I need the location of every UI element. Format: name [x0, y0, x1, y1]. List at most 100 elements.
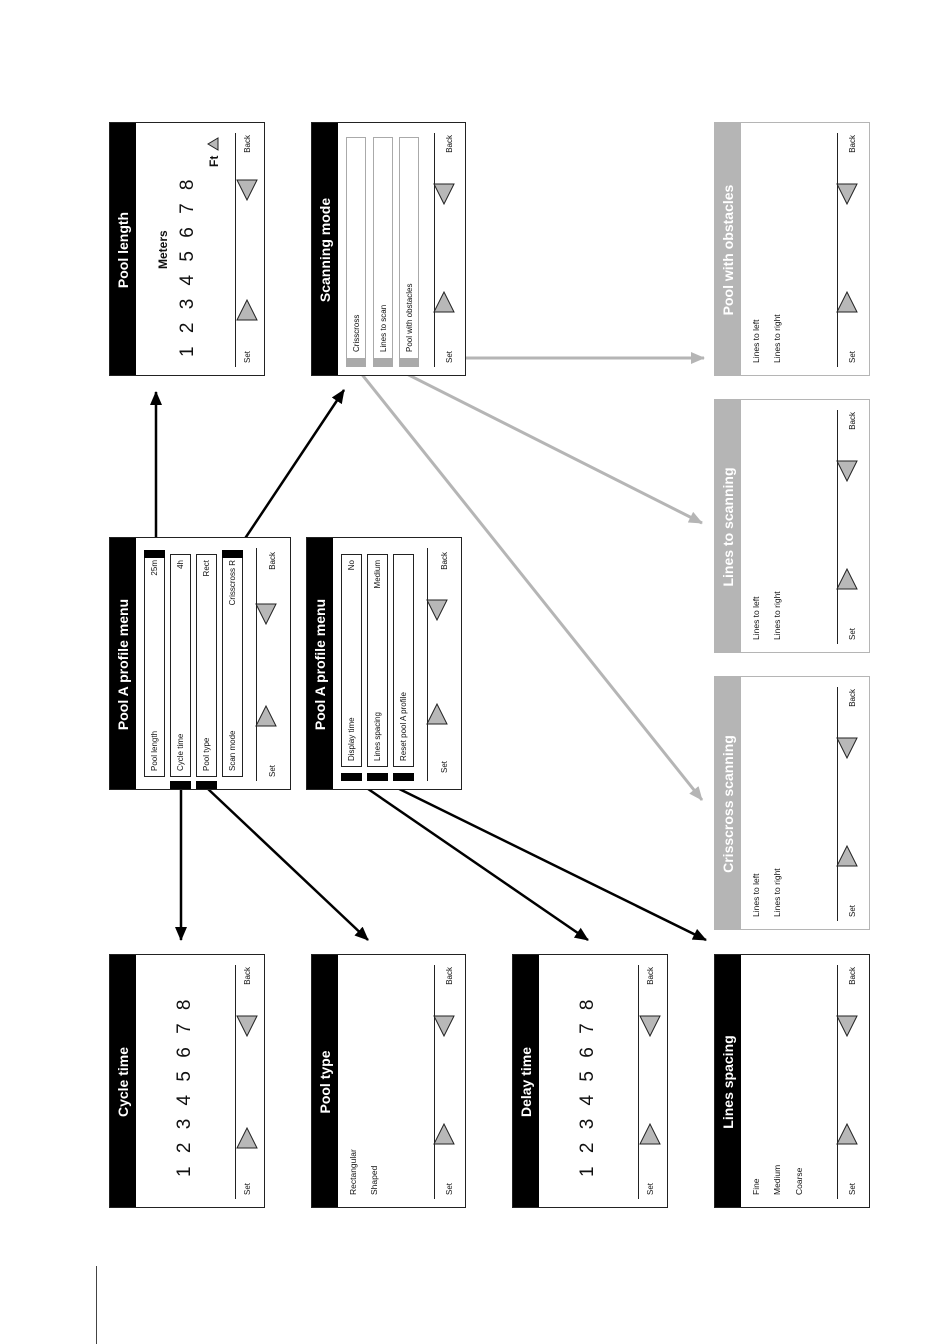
screen-title: Pool A profile menu: [307, 538, 333, 789]
option-lines-to-left[interactable]: Lines to left: [751, 873, 761, 917]
arrow-down-icon[interactable]: [836, 1123, 858, 1145]
arrow-up-icon[interactable]: [639, 1015, 661, 1037]
option-lines-to-right[interactable]: Lines to right: [772, 591, 782, 640]
selection-tab: [393, 773, 414, 781]
delay-time-screen: Delay time 1 2 3 4 5 6 7 8 Set Back: [512, 954, 668, 1208]
arrow-delay-time: [354, 778, 589, 942]
option-lines-to-right[interactable]: Lines to right: [772, 868, 782, 917]
unit-label: Meters: [156, 230, 170, 269]
cycle-digits: 1 2 3 4 5 6 7 8: [174, 995, 195, 1178]
arrow-down-icon[interactable]: [639, 1123, 661, 1145]
arrow-down-icon[interactable]: [236, 299, 258, 321]
set-label[interactable]: Set: [445, 350, 454, 363]
length-digits: 1 2 3 4 5 6 7 8: [177, 175, 198, 358]
arrow-up-icon[interactable]: [236, 179, 258, 201]
scanning-mode-screen: Scanning mode Crisscross Lines to scan P…: [311, 122, 466, 376]
set-label[interactable]: Set: [848, 350, 857, 363]
menu-row-reset-profile[interactable]: Reset pool A profile: [393, 554, 414, 767]
set-label[interactable]: Set: [243, 1182, 252, 1195]
arrow-down-icon[interactable]: [426, 703, 448, 725]
back-label[interactable]: Back: [243, 967, 252, 985]
selection-tab: [144, 550, 165, 558]
softkey-divider: [235, 133, 236, 367]
set-label[interactable]: Set: [848, 904, 857, 917]
arrow-up-icon[interactable]: [836, 737, 858, 759]
unit-toggle-icon[interactable]: [206, 137, 220, 151]
back-label[interactable]: Back: [243, 135, 252, 153]
softkey-divider: [837, 410, 838, 644]
arrow-pool-type: [206, 787, 369, 941]
set-label[interactable]: Set: [848, 1182, 857, 1195]
arrow-up-icon[interactable]: [836, 1015, 858, 1037]
arrow-up-icon[interactable]: [255, 603, 277, 625]
selection-tab: [373, 359, 393, 367]
back-label[interactable]: Back: [445, 135, 454, 153]
option-medium[interactable]: Medium: [772, 1164, 782, 1195]
set-label[interactable]: Set: [445, 1182, 454, 1195]
option-lines-to-scan[interactable]: Lines to scan: [373, 137, 393, 359]
arrow-down-icon[interactable]: [433, 291, 455, 313]
lines-spacing-screen: Lines spacing Fine Medium Coarse Set Bac…: [714, 954, 870, 1208]
option-shaped[interactable]: Shaped: [369, 1165, 379, 1195]
arrow-up-icon[interactable]: [433, 1015, 455, 1037]
delay-digits: 1 2 3 4 5 6 7 8: [577, 995, 598, 1178]
arrow-down-icon[interactable]: [433, 1123, 455, 1145]
set-label[interactable]: Set: [243, 350, 252, 363]
arrow-down-icon[interactable]: [836, 845, 858, 867]
option-crisscross[interactable]: Crisscross: [346, 137, 366, 359]
back-label[interactable]: Back: [848, 967, 857, 985]
selection-tab: [399, 359, 419, 367]
option-lines-to-right[interactable]: Lines to right: [772, 314, 782, 363]
arrow-down-icon[interactable]: [836, 568, 858, 590]
option-coarse[interactable]: Coarse: [794, 1167, 804, 1195]
pool-type-screen: Pool type Rectangular Shaped Set Back: [311, 954, 466, 1208]
back-label[interactable]: Back: [848, 689, 857, 707]
pool-length-screen: Pool length 1 2 3 4 5 6 7 8 Meters Ft Se…: [109, 122, 265, 376]
arrow-up-icon[interactable]: [433, 183, 455, 205]
arrow-down-icon[interactable]: [836, 291, 858, 313]
screen-title: Crisscross scanning: [715, 677, 741, 929]
screen-title: Pool length: [110, 123, 136, 375]
screen-title: Pool type: [312, 955, 338, 1207]
selection-tab: [367, 773, 388, 781]
back-label[interactable]: Back: [848, 412, 857, 430]
back-label[interactable]: Back: [268, 552, 277, 570]
back-label[interactable]: Back: [445, 967, 454, 985]
softkey-divider: [434, 965, 435, 1199]
back-label[interactable]: Back: [848, 135, 857, 153]
set-label[interactable]: Set: [646, 1182, 655, 1195]
screen-title: Pool with obstacles: [715, 123, 741, 375]
arrow-up-icon[interactable]: [836, 460, 858, 482]
back-label[interactable]: Back: [440, 552, 449, 570]
arrow-up-icon[interactable]: [236, 1015, 258, 1037]
crisscross-scanning-screen: Crisscross scanning Lines to left Lines …: [714, 676, 870, 930]
selection-tab: [346, 359, 366, 367]
option-pool-with-obstacles[interactable]: Pool with obstacles: [399, 137, 419, 359]
arrow-up-icon[interactable]: [426, 599, 448, 621]
arrow-down-icon[interactable]: [236, 1127, 258, 1149]
screen-title: Lines spacing: [715, 955, 741, 1207]
arrow-up-icon[interactable]: [836, 183, 858, 205]
set-label[interactable]: Set: [848, 627, 857, 640]
option-fine[interactable]: Fine: [751, 1178, 761, 1195]
set-label[interactable]: Set: [440, 760, 449, 773]
back-label[interactable]: Back: [646, 967, 655, 985]
arrow-lines-to-scan: [382, 360, 703, 525]
option-lines-to-left[interactable]: Lines to left: [751, 319, 761, 363]
screen-title: Scanning mode: [312, 123, 338, 375]
option-rectangular[interactable]: Rectangular: [348, 1149, 358, 1195]
softkey-divider: [235, 965, 236, 1199]
set-label[interactable]: Set: [268, 764, 277, 777]
screen-title: Cycle time: [110, 955, 136, 1207]
option-lines-to-left[interactable]: Lines to left: [751, 596, 761, 640]
alt-unit-label[interactable]: Ft: [207, 155, 221, 167]
softkey-divider: [837, 687, 838, 921]
lines-to-scanning-screen: Lines to scanning Lines to left Lines to…: [714, 399, 870, 653]
arrow-down-icon[interactable]: [255, 705, 277, 727]
